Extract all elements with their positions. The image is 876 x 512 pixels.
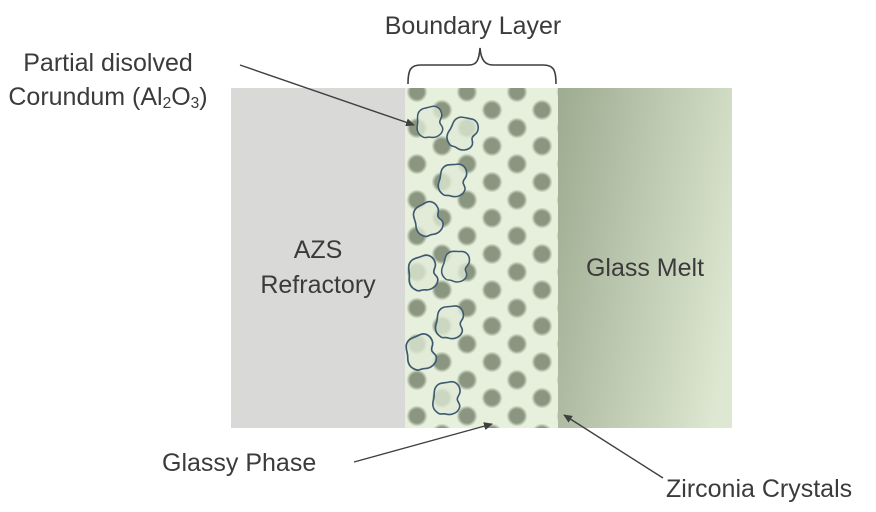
corundum-crystal [435,160,470,200]
corundum-annotation-line2: Corundum (Al2O3) [8,83,208,112]
zirconia-crystals-text: Zirconia Crystals [666,475,853,503]
boundary-layer-region [405,88,558,428]
glassy-phase-arrow [353,422,493,463]
corundum-crystal [406,253,440,293]
glassy-phase-text: Glassy Phase [162,449,317,477]
corundum-crystal [442,111,484,155]
azs-refractory-region: AZS Refractory [231,88,405,428]
azs-refractory-label: AZS Refractory [231,88,405,428]
glass-melt-region: Glass Melt [558,88,732,428]
corundum-crystal [405,331,439,373]
azs-label-line2: Refractory [260,271,376,299]
glass-melt-label-text: Glass Melt [585,253,705,282]
corundum-crystal [431,379,463,417]
corundum-crystal [416,105,444,139]
corundum-annotation: Partial disolved Corundum (Al2O3) [0,46,216,114]
corundum-crystal [433,302,467,342]
corundum-crystals-layer [405,105,484,417]
corundum-crystal [409,198,447,240]
zirconia-crystals-annotation: Zirconia Crystals [666,472,852,506]
corundum-crystal [438,246,474,286]
azs-label-line1: AZS [293,236,343,264]
glass-melt-label: Glass Melt [558,88,732,428]
boundary-layer-brace [407,47,557,85]
boundary-layer-title: Boundary Layer [353,9,593,43]
boundary-layer-title-text: Boundary Layer [384,12,562,40]
glassy-phase-annotation: Glassy Phase [162,446,316,480]
corundum-annotation-line1: Partial disolved [23,49,193,77]
